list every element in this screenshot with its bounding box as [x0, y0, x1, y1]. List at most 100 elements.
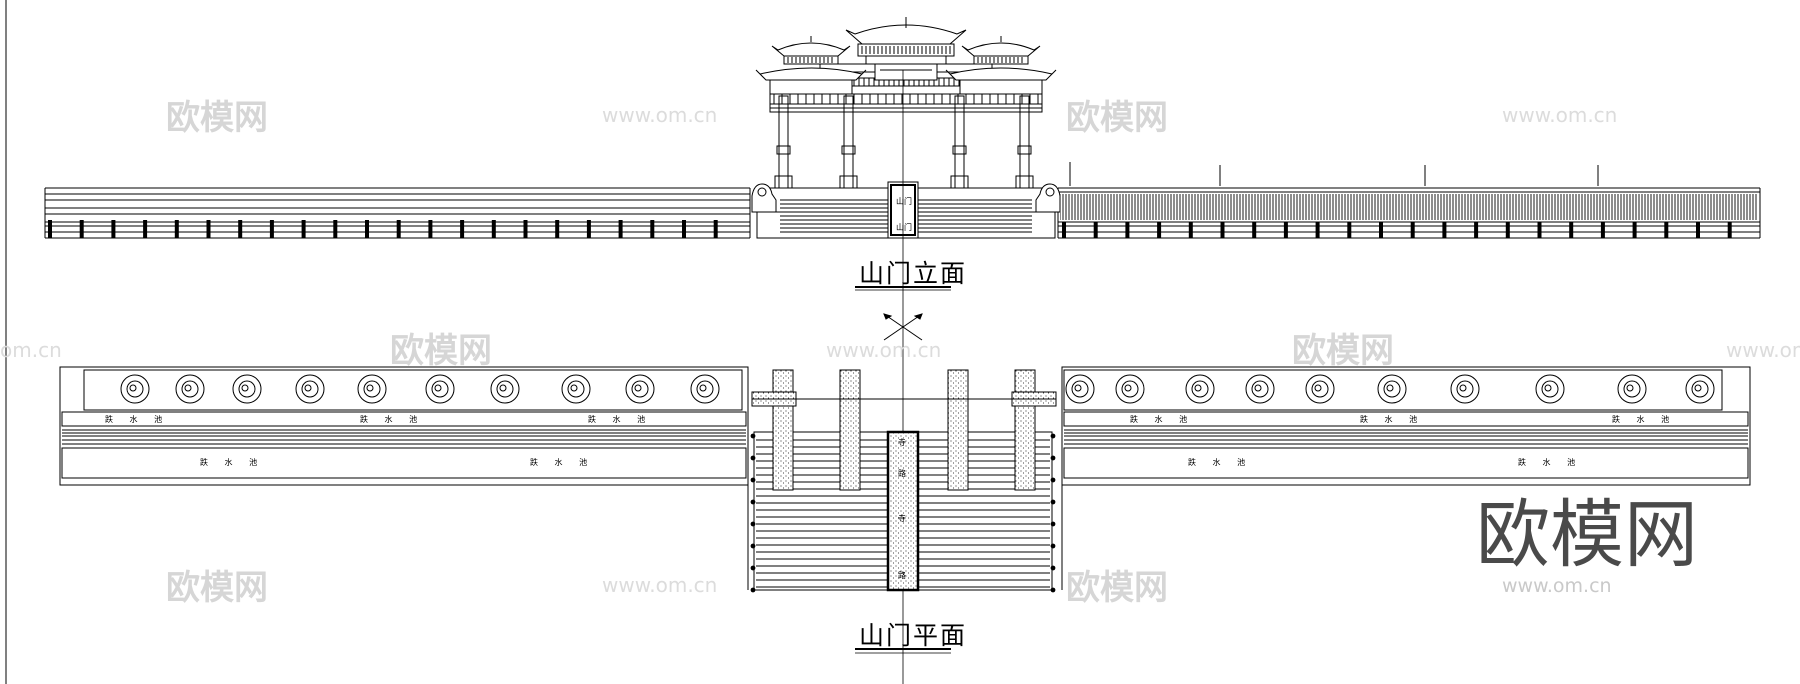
plan-post: [750, 499, 756, 505]
central-plan: 寺 路 寺 路: [747, 367, 1063, 593]
wall-post: [269, 220, 274, 238]
planter: [490, 374, 520, 404]
wall-post: [143, 220, 148, 238]
wall-post: [1157, 222, 1162, 238]
wall-post: [523, 220, 528, 238]
elevation-title: 山门立面: [859, 259, 967, 288]
watermarks: 欧模网 欧模网 欧模网 欧模网 欧模网 欧模网 www.om.cn www.om…: [0, 98, 1800, 608]
plan-post: [750, 477, 756, 483]
plan-column-4: [1014, 369, 1036, 491]
wall-post: [238, 220, 243, 238]
right-elevation-wall: [1057, 162, 1761, 239]
elevation-title-group: 山门立面: [855, 259, 967, 291]
walkway-mark-1: 寺: [898, 438, 906, 447]
wall-post: [1632, 222, 1637, 238]
wall-post: [618, 220, 623, 238]
plan-view: 寺 路 寺 路: [59, 366, 1751, 593]
wall-post: [1537, 222, 1542, 238]
pool-label-8: 跌 水 池: [1612, 414, 1669, 424]
plan-post: [1050, 521, 1056, 527]
plan-post: [1050, 587, 1056, 593]
planter: [561, 374, 591, 404]
wall-post: [491, 220, 496, 238]
planter: [175, 374, 205, 404]
left-roof: [771, 42, 851, 57]
wall-post: [682, 220, 686, 238]
planter: [1185, 374, 1215, 404]
wall-post: [1505, 222, 1510, 238]
watermark-url-6: www.om.cn: [602, 573, 717, 597]
wall-post: [1379, 222, 1383, 238]
plan-column-1: [772, 369, 794, 491]
plan-post: [1050, 477, 1056, 483]
planter: [120, 374, 150, 404]
pool-label-3: 跌 水 池: [588, 414, 645, 424]
pool-label-2: 跌 水 池: [360, 414, 417, 424]
big-watermark-url: www.om.cn: [1502, 575, 1612, 597]
door-plaque-bottom: 山门: [896, 222, 912, 232]
wall-post: [555, 220, 560, 238]
wall-post: [1569, 222, 1574, 238]
central-walkway: [886, 430, 920, 592]
compass-cross-icon: [883, 313, 923, 341]
watermark-url-4: www.om.cn: [1726, 338, 1800, 362]
planter: [1065, 374, 1095, 404]
wall-post: [586, 220, 591, 238]
plan-planters: [120, 374, 1715, 404]
wall-post: [428, 220, 433, 238]
planter: [690, 374, 720, 404]
wall-post: [1727, 222, 1732, 238]
left-elevation-wall: [44, 187, 751, 239]
plan-post: [750, 565, 756, 571]
plan-post: [750, 521, 756, 527]
watermark-url-1: www.om.cn: [602, 103, 717, 127]
big-watermark-brand: 欧模网: [1476, 492, 1698, 578]
plan-post: [1050, 433, 1056, 439]
wall-post: [301, 220, 306, 238]
planter: [1245, 374, 1275, 404]
watermark-brand-1: 欧模网: [166, 98, 268, 138]
wall-post: [1220, 222, 1225, 238]
plan-post: [750, 433, 756, 439]
right-wall-vegetation-band: [1060, 194, 1758, 220]
plan-post: [1050, 565, 1056, 571]
plan-title: 山门平面: [859, 621, 967, 650]
pool-label-5: 跌 水 池: [530, 457, 587, 467]
walkway-mark-4: 路: [898, 570, 906, 580]
door-plaque-top: 山门: [896, 196, 912, 206]
right-wall-posts: [1062, 222, 1732, 238]
wall-post: [174, 220, 179, 238]
right-plan-pools: [1061, 366, 1751, 486]
planter: [295, 374, 325, 404]
wall-post: [1188, 222, 1193, 238]
watermark-brand-4: 欧模网: [1292, 331, 1394, 371]
wall-post: [1347, 222, 1352, 238]
wall-post: [333, 220, 338, 238]
plan-post: [750, 587, 756, 593]
wall-post: [1093, 222, 1098, 238]
wall-post: [1474, 222, 1479, 238]
planter: [232, 374, 262, 404]
planter: [1535, 374, 1565, 404]
planter: [625, 374, 655, 404]
wall-post: [1062, 222, 1066, 238]
plan-column-2: [839, 369, 861, 491]
pool-label-6: 跌 水 池: [1130, 414, 1187, 424]
left-plan-pools: [59, 366, 749, 486]
wall-post: [111, 220, 116, 238]
watermark-url-3: www.om.cn: [826, 338, 941, 362]
pool-label-9: 跌 水 池: [1188, 457, 1245, 467]
archway-gate: 山门 山门: [751, 17, 1061, 239]
pool-label-7: 跌 水 池: [1360, 414, 1417, 424]
watermark-brand-3: 欧模网: [390, 331, 492, 371]
plan-post: [1050, 543, 1056, 549]
watermark-brand-6: 欧模网: [1066, 568, 1168, 608]
wall-post: [396, 220, 401, 238]
planter: [1377, 374, 1407, 404]
wall-post: [206, 220, 211, 238]
wall-post: [79, 220, 84, 238]
wall-post: [1442, 222, 1447, 238]
planter: [1450, 374, 1480, 404]
left-wall-posts: [48, 220, 718, 238]
